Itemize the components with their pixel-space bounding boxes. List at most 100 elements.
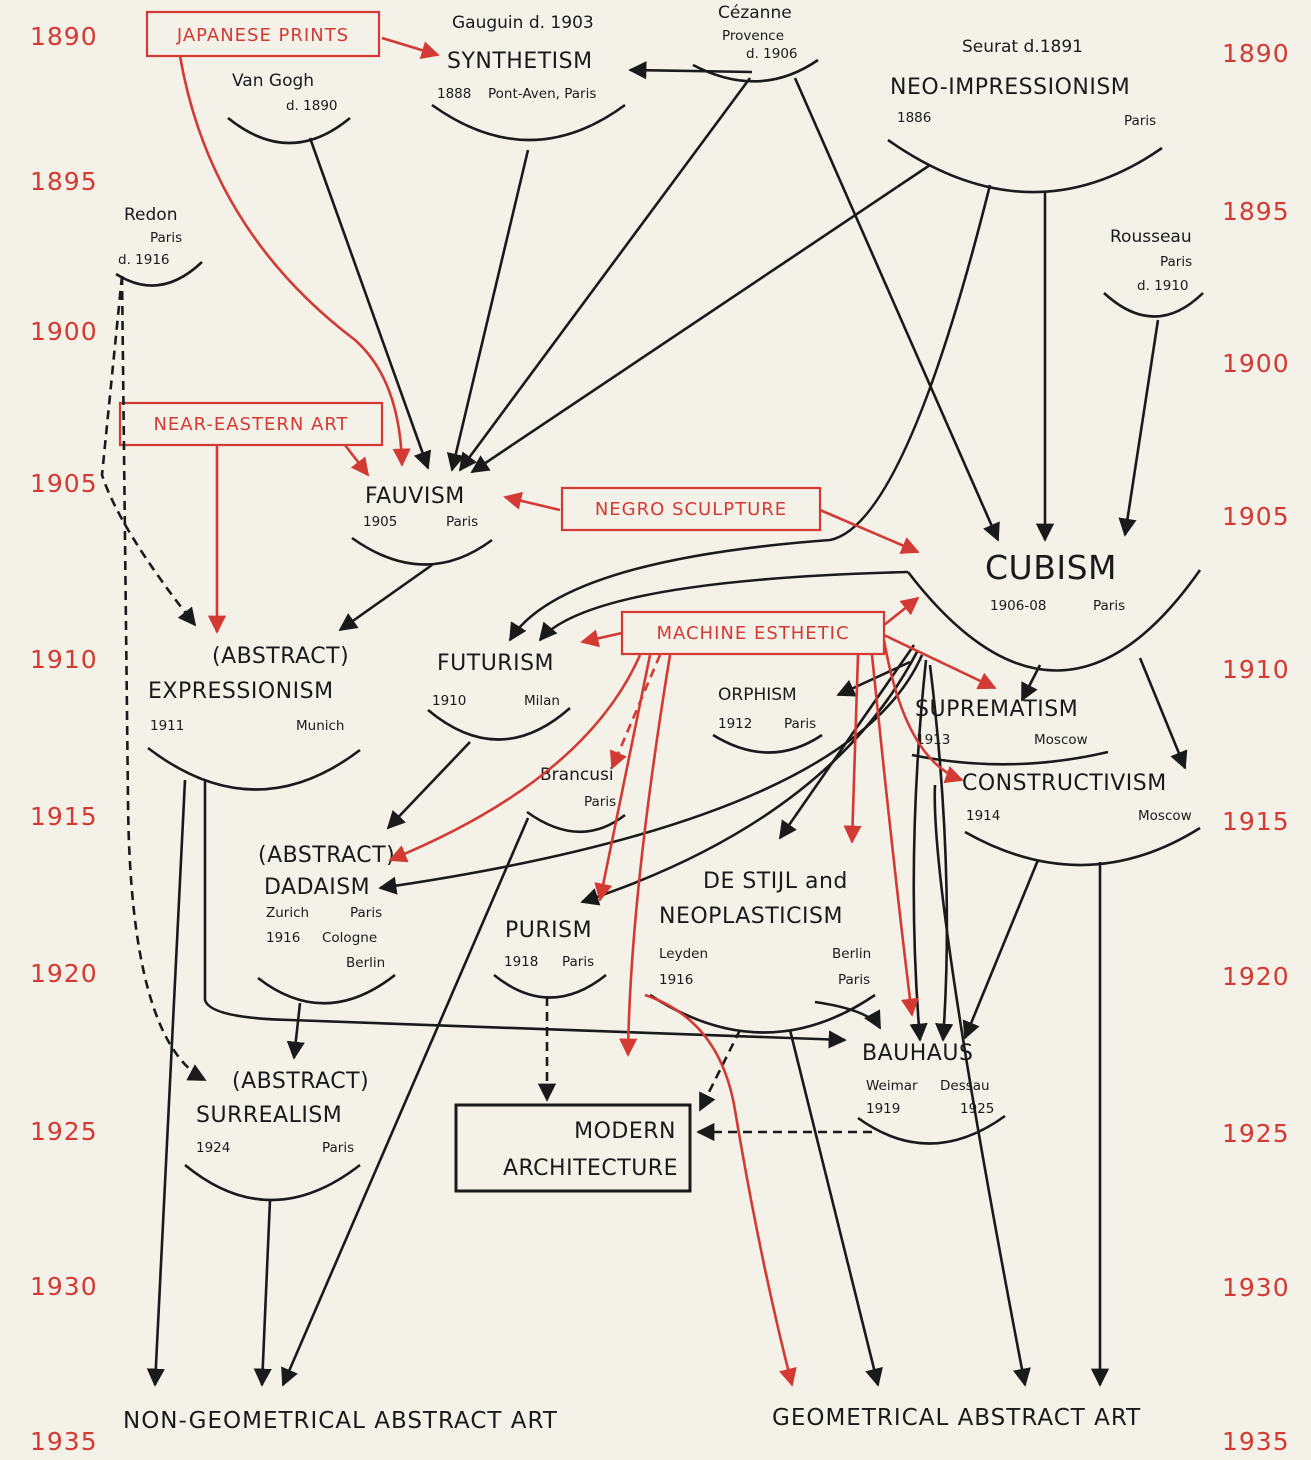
node-bauhaus: BAUHAUS Weimar Dessau 1919 1925	[857, 1041, 1006, 1145]
arrow	[933, 784, 1031, 1387]
red-arrows	[178, 36, 997, 1387]
place-label: Paris	[784, 716, 816, 732]
node-arc	[493, 973, 607, 999]
movement-prefix: (ABSTRACT)	[212, 644, 349, 669]
movement-title: EXPRESSIONISM	[148, 679, 334, 704]
arrow	[503, 491, 561, 512]
arrow	[594, 654, 652, 902]
year-label: 1925	[1222, 1119, 1290, 1148]
death-label: d. 1916	[118, 252, 170, 268]
year-label: 1925	[960, 1101, 994, 1117]
year-label: 1910	[432, 693, 466, 709]
outcome-non-geometrical: NON-GEOMETRICAL ABSTRACT ART	[123, 1408, 558, 1434]
arrow	[628, 61, 753, 80]
movement-title: CONSTRUCTIVISM	[962, 771, 1167, 796]
node-constructivism: CONSTRUCTIVISM 1914 Moscow	[962, 771, 1201, 867]
movement-title: CUBISM	[985, 548, 1117, 587]
node-arc	[184, 1163, 361, 1202]
influence-japanese-prints: JAPANESE PRINTS	[145, 10, 381, 58]
arrow	[281, 817, 530, 1387]
node-fauvism: FAUVISM 1905 Paris	[351, 484, 493, 566]
year-label: 1900	[30, 317, 98, 346]
arrow	[203, 780, 847, 1049]
arrow	[458, 77, 752, 472]
place-label: Berlin	[832, 946, 871, 962]
node-futurism: FUTURISM 1910 Milan	[427, 651, 571, 741]
year-label: 1886	[897, 110, 931, 126]
node-purism: PURISM 1918 Paris	[493, 918, 607, 999]
movement-prefix: (ABSTRACT)	[258, 843, 395, 868]
year-label: 1912	[718, 716, 752, 732]
arrow	[381, 36, 440, 59]
arrow	[1138, 657, 1188, 770]
death-label: d. 1910	[1137, 278, 1189, 294]
arrow	[962, 859, 1040, 1040]
arrow	[580, 629, 623, 648]
year-label: 1916	[659, 972, 693, 988]
artist-label: Van Gogh	[232, 71, 314, 91]
artist-label: Rousseau	[1110, 227, 1192, 247]
node-arc	[906, 569, 1202, 672]
place-label: Munich	[296, 718, 345, 734]
place-label: Paris	[1124, 113, 1156, 129]
place-label: Paris	[322, 1140, 354, 1156]
death-label: d. 1890	[286, 98, 338, 114]
year-label: 1906-08	[990, 598, 1046, 614]
year-label: 1910	[1222, 655, 1290, 684]
year-label: 1905	[363, 514, 397, 530]
influence-machine-esthetic: MACHINE ESTHETIC	[620, 610, 886, 656]
movement-title: DADAISM	[264, 875, 370, 900]
year-label: 1888	[437, 86, 471, 102]
arrow	[338, 563, 433, 632]
node-arc	[964, 826, 1201, 867]
node-surrealism: (ABSTRACT) SURREALISM 1924 Paris	[184, 1069, 369, 1202]
year-label: 1920	[1222, 962, 1290, 991]
node-rousseau: Rousseau Paris d. 1910	[1103, 227, 1204, 318]
arrow	[343, 444, 370, 477]
node-brancusi: Brancusi Paris	[526, 765, 626, 834]
movement-prefix: (ABSTRACT)	[232, 1069, 369, 1094]
arrow	[619, 654, 672, 1057]
node-arc	[351, 536, 493, 566]
year-label: 1910	[30, 645, 98, 674]
place-label: Provence	[722, 28, 784, 44]
influence-negro-sculpture: NEGRO SCULPTURE	[560, 486, 822, 532]
node-van-gogh: Van Gogh d. 1890	[227, 71, 351, 145]
node-cubism: CUBISM 1906-08 Paris	[906, 548, 1202, 672]
place-label: Weimar	[866, 1078, 918, 1094]
node-arc	[257, 973, 396, 1005]
place-label: Paris	[562, 954, 594, 970]
year-label: 1914	[966, 808, 1000, 824]
place-label: Paris	[584, 794, 616, 810]
arrow	[870, 654, 919, 1017]
arrow	[883, 633, 997, 690]
node-arc	[712, 733, 823, 754]
black-arrows	[100, 61, 1188, 1387]
node-arc	[857, 1114, 1006, 1145]
arrow	[253, 1199, 272, 1387]
year-label: 1935	[1222, 1427, 1290, 1456]
year-label: 1924	[196, 1140, 230, 1156]
arrow	[388, 654, 642, 863]
node-expressionism: (ABSTRACT) EXPRESSIONISM 1911 Munich	[147, 644, 361, 791]
year-label: 1925	[30, 1117, 98, 1146]
place-label: Milan	[524, 693, 560, 709]
year-label: 1905	[1222, 502, 1290, 531]
node-arc	[431, 103, 626, 142]
place-label: Paris	[838, 972, 870, 988]
movement-title: PURISM	[505, 918, 592, 943]
outcome-geometrical: GEOMETRICAL ABSTRACT ART	[772, 1405, 1141, 1431]
place-label: Berlin	[346, 955, 385, 971]
year-label: 1935	[30, 1427, 98, 1456]
arrow	[308, 137, 432, 470]
movement-title: ORPHISM	[718, 685, 797, 705]
movement-title: NEOPLASTICISM	[659, 904, 843, 929]
node-modern-architecture: MODERN ARCHITECTURE	[454, 1103, 692, 1193]
arrow	[644, 993, 797, 1387]
box-title: MODERN	[574, 1119, 676, 1144]
year-label: 1890	[30, 22, 98, 51]
movement-title: SURREALISM	[196, 1103, 342, 1128]
place-label: Dessau	[940, 1078, 990, 1094]
year-label: 1930	[1222, 1273, 1290, 1302]
dashed-arrow	[120, 275, 207, 1082]
